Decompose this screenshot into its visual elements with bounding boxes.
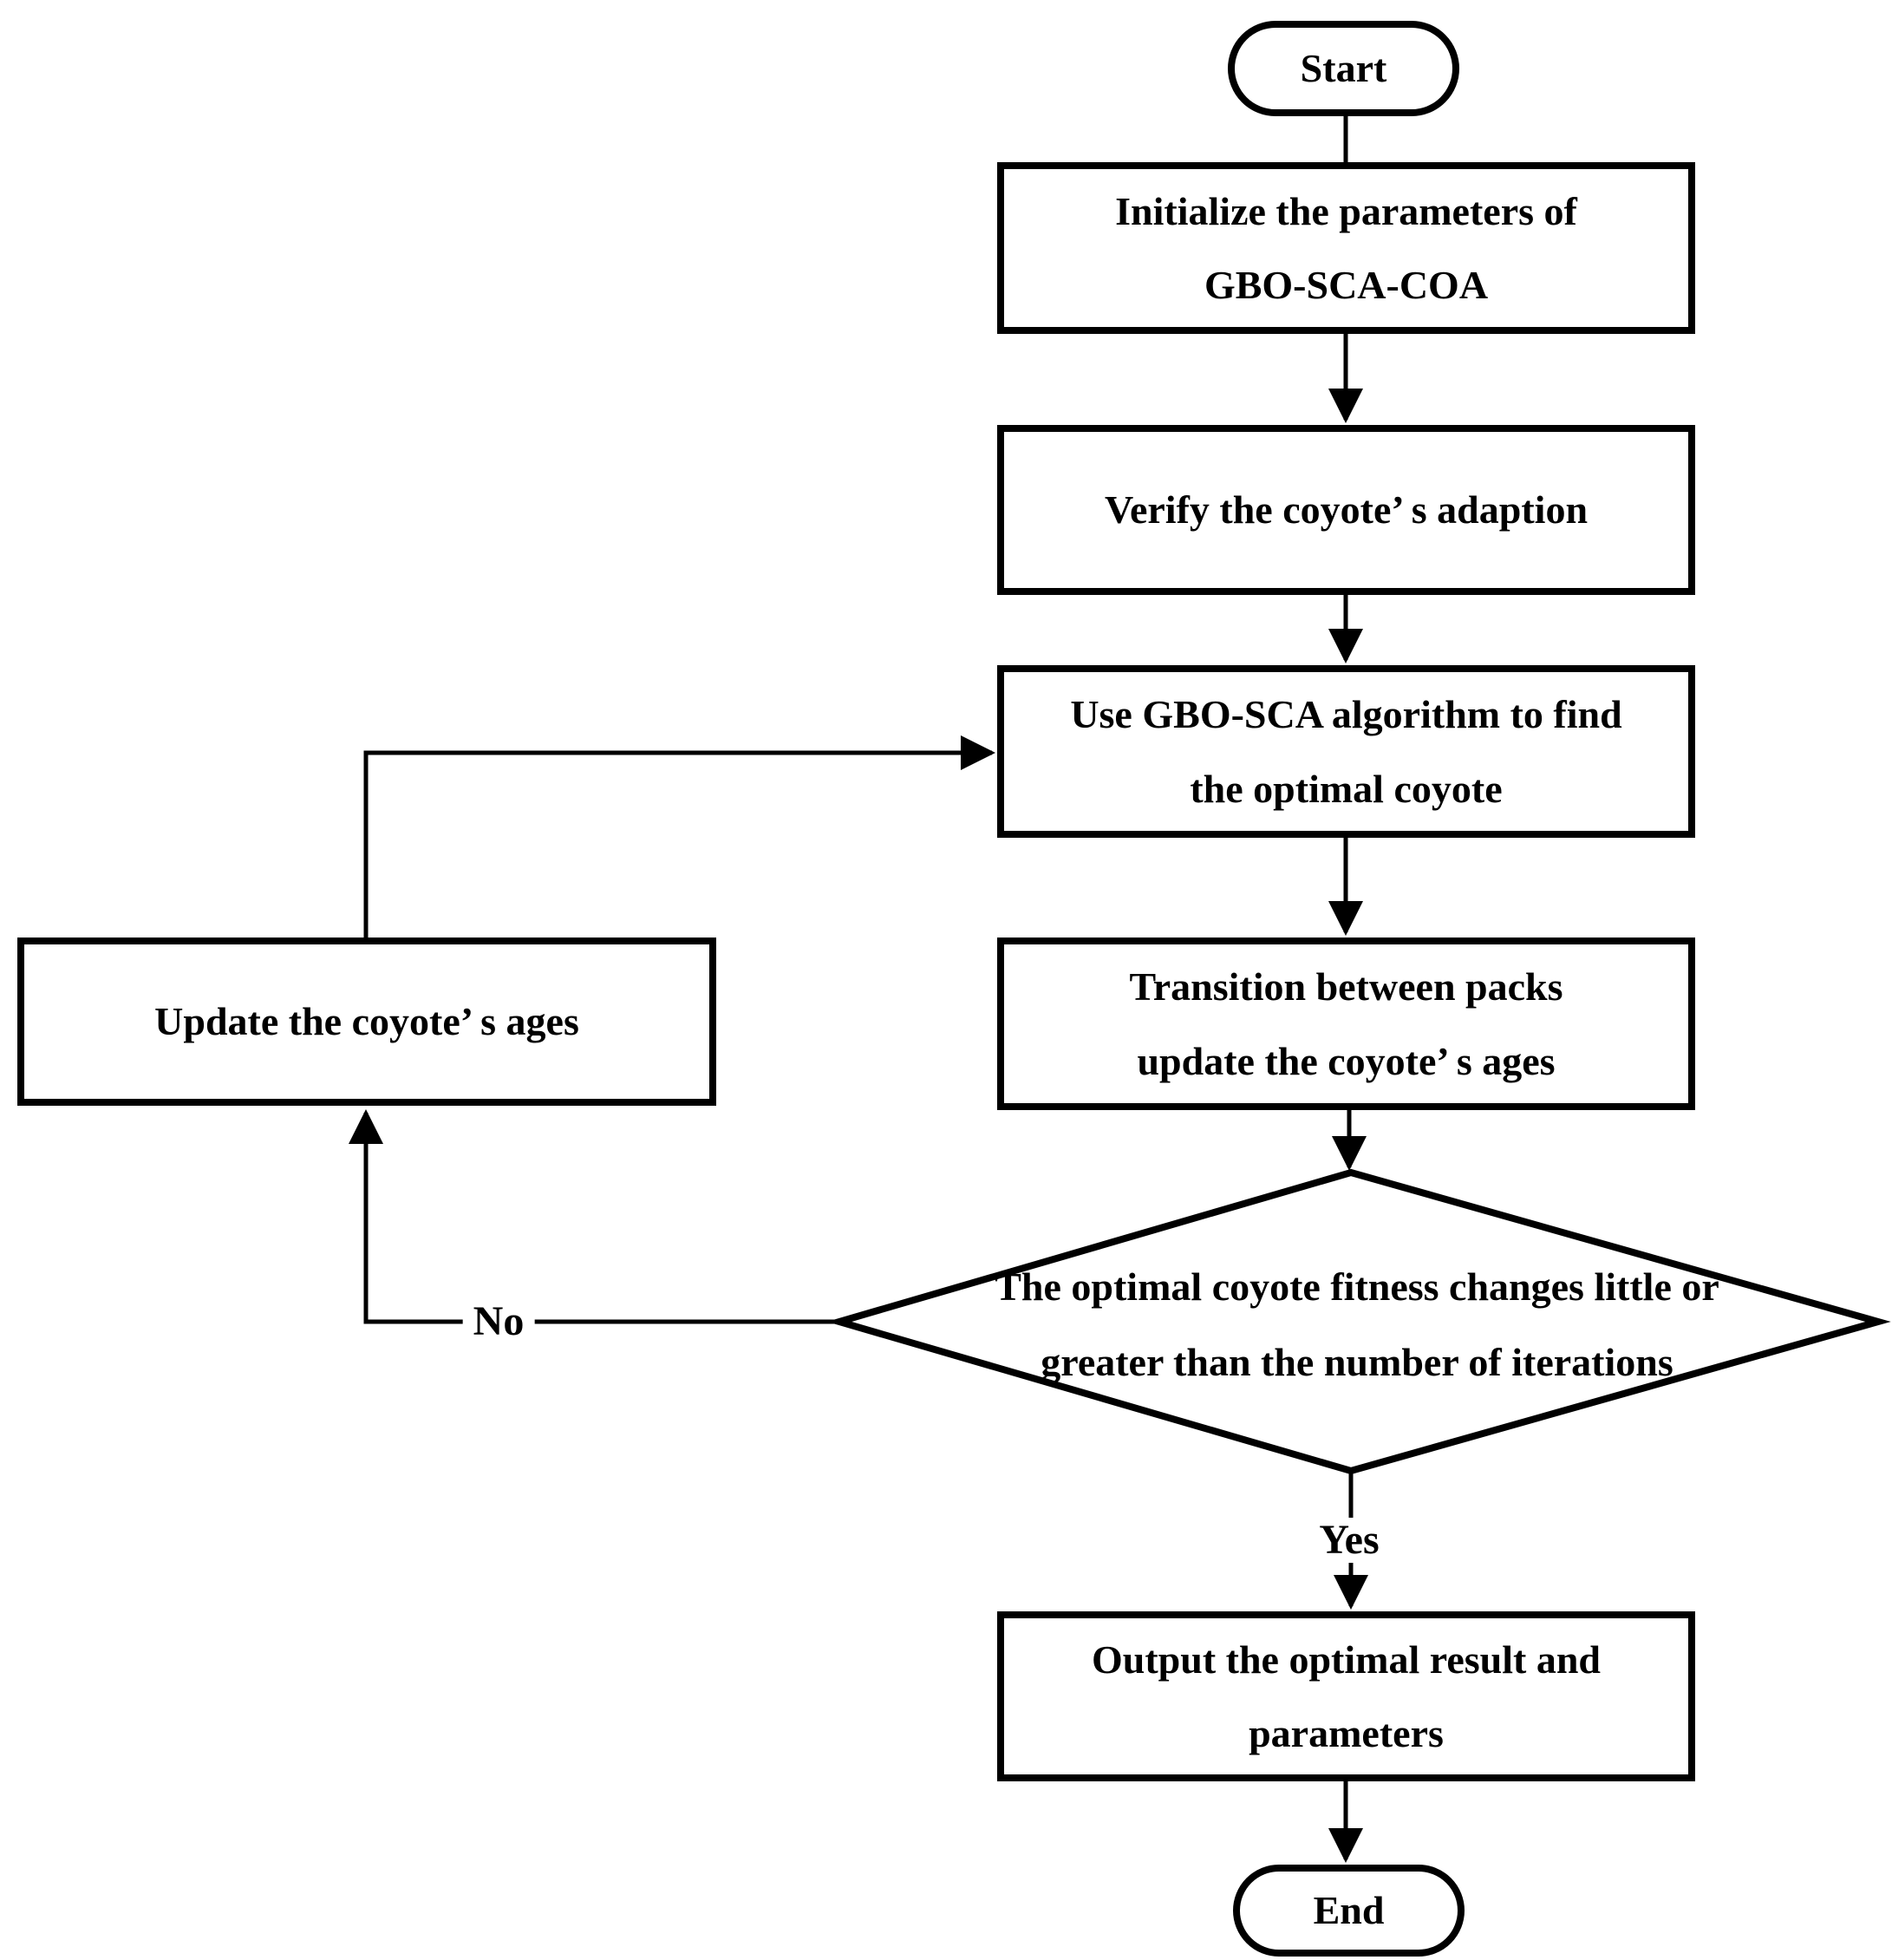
output-result-line2: parameters — [1249, 1711, 1444, 1755]
yes-label-text: Yes — [1319, 1517, 1380, 1563]
yes-branch-label: Yes — [1308, 1517, 1390, 1563]
transition-packs-line2: update the coyote’ s ages — [1137, 1038, 1556, 1083]
gbo-sca-box: Use GBO-SCA algorithm to find the optima… — [997, 665, 1695, 838]
edge-update-to-gbosca — [363, 735, 995, 938]
start-label: Start — [1300, 46, 1387, 91]
no-branch-label: No — [462, 1298, 535, 1344]
gbo-sca-line2: the optimal coyote — [1190, 766, 1503, 811]
decision-line1: The optimal coyote fitness changes littl… — [995, 1264, 1719, 1309]
start-node: Start — [1228, 21, 1459, 116]
update-ages-box: Update the coyote’ s ages — [17, 938, 716, 1106]
init-parameters-line2: GBO-SCA-COA — [1204, 263, 1489, 307]
verify-adaption-label: Verify the coyote’ s adaption — [1104, 487, 1589, 532]
decision-diamond-text: The optimal coyote fitness changes littl… — [995, 1249, 1719, 1401]
decision-line2: greater than the number of iterations — [1041, 1340, 1673, 1385]
verify-adaption-box: Verify the coyote’ s adaption — [997, 425, 1695, 595]
end-label: End — [1313, 1888, 1385, 1933]
edge-decision-no-to-update — [349, 1109, 839, 1324]
transition-packs-box: Transition between packs update the coyo… — [997, 938, 1695, 1110]
gbo-sca-line1: Use GBO-SCA algorithm to find — [1070, 692, 1622, 737]
update-ages-label: Update the coyote’ s ages — [154, 999, 579, 1044]
transition-packs-line1: Transition between packs — [1129, 964, 1563, 1009]
no-label-text: No — [473, 1298, 525, 1344]
init-parameters-line1: Initialize the parameters of — [1115, 188, 1577, 233]
output-result-line1: Output the optimal result and — [1091, 1637, 1602, 1682]
output-result-box: Output the optimal result and parameters — [997, 1611, 1695, 1781]
init-parameters-box: Initialize the parameters of GBO-SCA-COA — [997, 162, 1695, 334]
end-node: End — [1233, 1865, 1465, 1957]
